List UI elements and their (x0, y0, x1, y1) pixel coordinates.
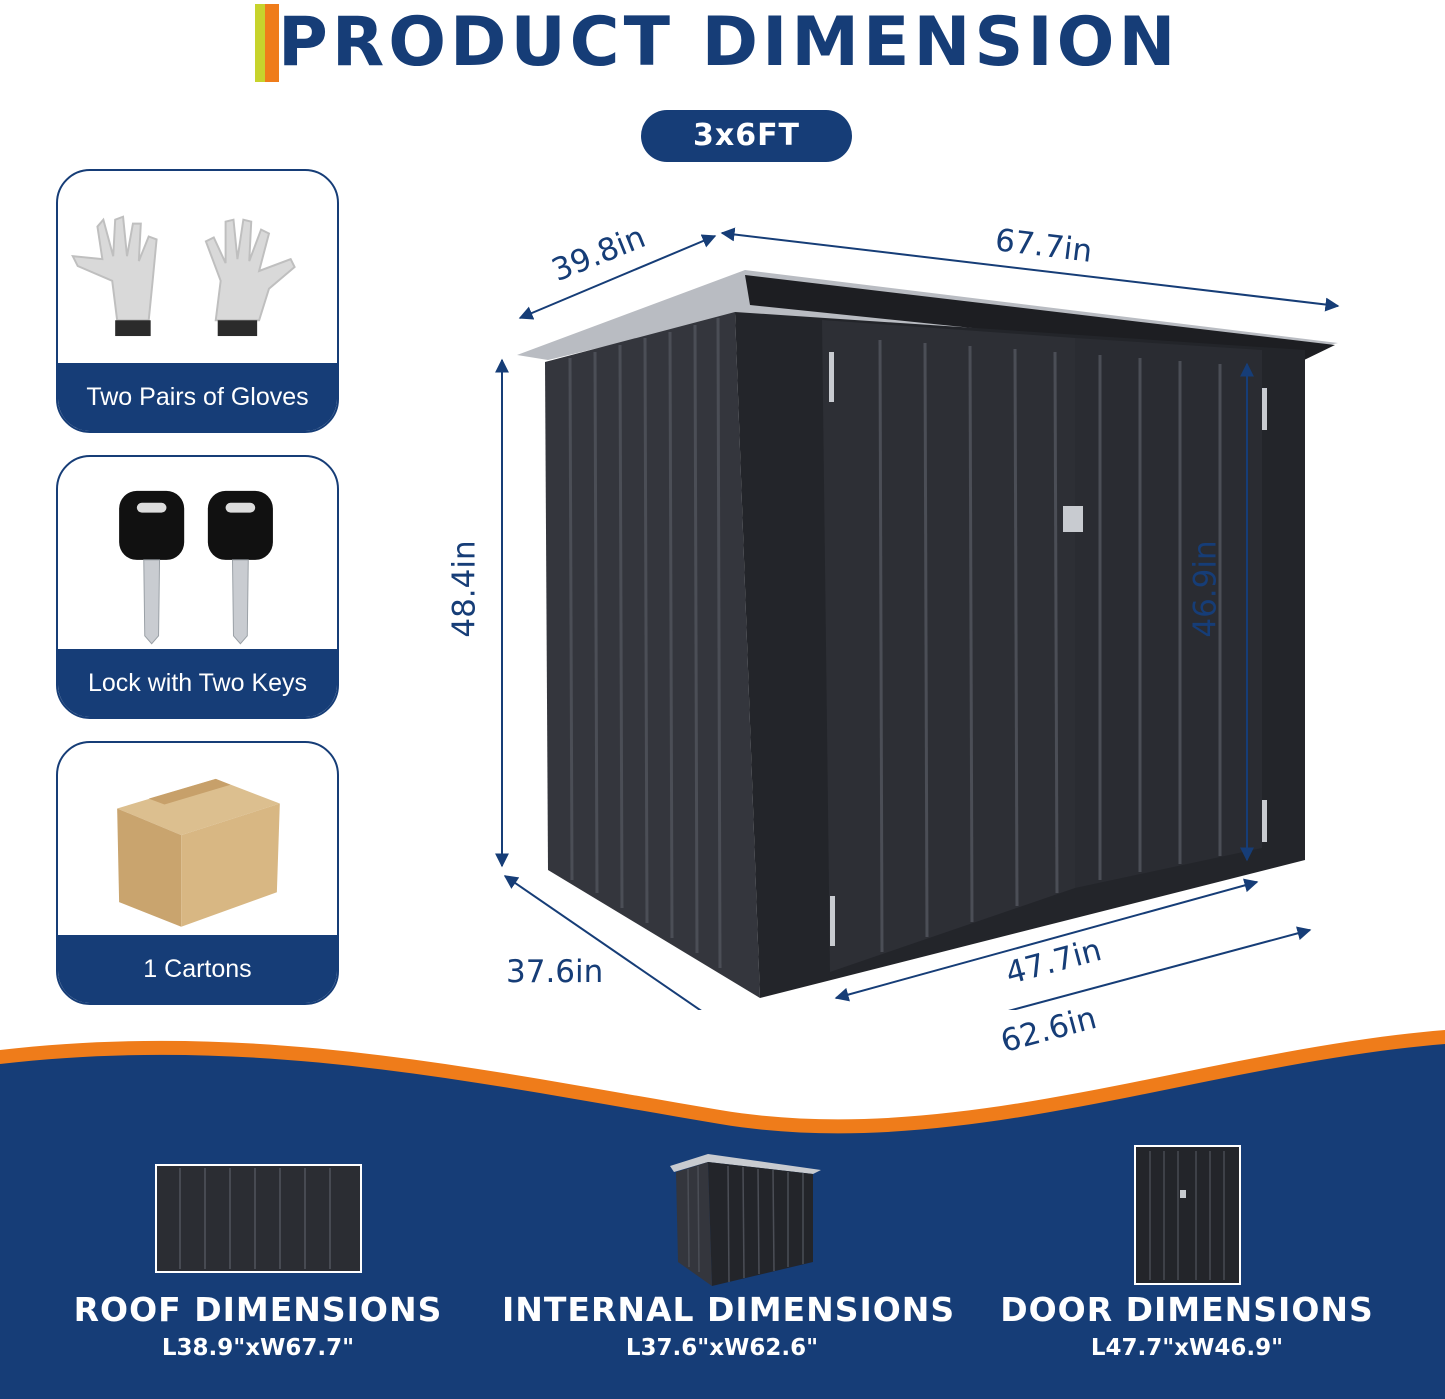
roof-thumbnail (155, 1164, 362, 1273)
accessory-label: 1 Cartons (58, 935, 337, 1003)
accessory-card-gloves: Two Pairs of Gloves (56, 169, 339, 433)
carton-box-icon (117, 778, 280, 927)
accessory-card-carton: 1 Cartons (56, 741, 339, 1005)
door-height-label: 46.9in (1187, 540, 1224, 638)
height-label: 48.4in (446, 540, 483, 638)
feature-value: L47.7"xW46.9" (1090, 1335, 1284, 1361)
accessory-card-keys: Lock with Two Keys (56, 455, 339, 719)
title-accent-green (255, 4, 265, 82)
feature-title: DOOR DIMENSIONS (1000, 1290, 1374, 1329)
gloves-icon (71, 215, 296, 337)
internal-thumbnail (670, 1154, 821, 1286)
accessory-label: Lock with Two Keys (58, 649, 337, 717)
door-thumbnail (1134, 1145, 1241, 1285)
accessory-label: Two Pairs of Gloves (58, 363, 337, 431)
size-badge: 3x6FT (641, 110, 852, 162)
feature-door: DOOR DIMENSIONS L47.7"xW46.9" (987, 1290, 1387, 1361)
feature-value: L38.9"xW67.7" (161, 1335, 355, 1361)
feature-roof: ROOF DIMENSIONS L38.9"xW67.7" (58, 1290, 458, 1361)
base-depth-label: 37.6in (506, 954, 604, 990)
feature-internal: INTERNAL DIMENSIONS L37.6"xW62.6" (502, 1290, 956, 1361)
keys-icon (119, 490, 273, 645)
feature-title: INTERNAL DIMENSIONS (502, 1290, 956, 1329)
feature-title: ROOF DIMENSIONS (73, 1290, 443, 1329)
page-header: PRODUCT DIMENSION (252, 0, 1212, 90)
feature-value: L37.6"xW62.6" (625, 1335, 819, 1361)
shed-illustration (495, 227, 1340, 1010)
title-accent-orange (265, 4, 279, 82)
page-title: PRODUCT DIMENSION (278, 3, 1180, 82)
